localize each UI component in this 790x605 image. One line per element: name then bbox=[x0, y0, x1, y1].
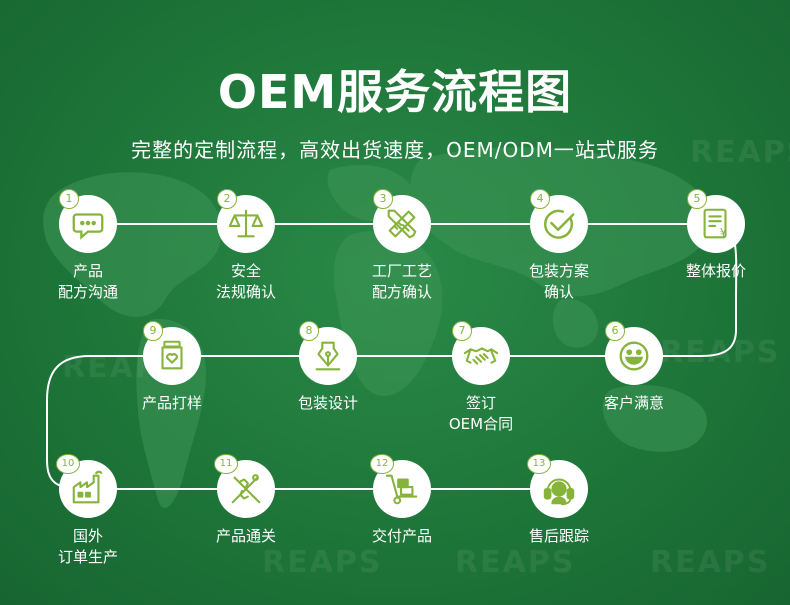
step-label-line1: 工厂工艺 bbox=[371, 262, 432, 280]
step-label: 国外 订单生产 bbox=[28, 526, 148, 568]
step-label: 整体报价 bbox=[656, 261, 776, 282]
step-label: 签订 OEM合同 bbox=[421, 393, 541, 435]
check-circle-icon bbox=[544, 209, 575, 239]
step-number: 11 bbox=[214, 454, 238, 474]
step-number: 8 bbox=[299, 321, 319, 341]
watermark: REAPS bbox=[660, 335, 781, 370]
step-circle bbox=[452, 327, 510, 385]
step-label-line1: 签订 bbox=[465, 394, 496, 412]
step-label: 产品 配方沟通 bbox=[28, 261, 148, 303]
step-number: 6 bbox=[605, 321, 625, 341]
step-label-line2: 配方沟通 bbox=[57, 283, 118, 301]
pen-nib-icon bbox=[315, 341, 341, 371]
step-label-line1: 客户满意 bbox=[603, 394, 664, 412]
step-number: 7 bbox=[452, 321, 472, 341]
watermark: REAPS bbox=[262, 545, 383, 580]
step-label-line1: 国外 bbox=[72, 527, 103, 545]
headset-support-icon bbox=[543, 478, 575, 506]
step-label-line2: 法规确认 bbox=[215, 283, 276, 301]
step-label: 安全 法规确认 bbox=[186, 261, 306, 303]
step-number: 3 bbox=[373, 189, 393, 209]
price-document-icon: ¥ bbox=[703, 208, 727, 239]
smile-face-icon bbox=[619, 341, 649, 371]
step-label-line1: 交付产品 bbox=[371, 527, 432, 545]
step-label-line1: 产品 bbox=[72, 262, 103, 280]
step-label-line1: 安全 bbox=[230, 262, 261, 280]
step-label-line1: 产品打样 bbox=[141, 394, 202, 412]
step-label-line2: OEM合同 bbox=[448, 415, 514, 433]
step-label-line1: 产品通关 bbox=[215, 527, 276, 545]
step-label-line2: 确认 bbox=[543, 283, 574, 301]
step-label: 包装方案 确认 bbox=[499, 261, 619, 303]
pencil-ruler-icon bbox=[387, 209, 417, 239]
step-label: 客户满意 bbox=[574, 393, 694, 414]
step-number: 4 bbox=[530, 189, 550, 209]
step-label: 交付产品 bbox=[342, 526, 462, 547]
step-label-line1: 整体报价 bbox=[685, 262, 746, 280]
hand-truck-icon bbox=[385, 474, 418, 505]
page-subtitle: 完整的定制流程，高效出货速度，OEM/ODM一站式服务 bbox=[131, 138, 659, 162]
handshake-icon bbox=[463, 347, 499, 365]
step-label-line1: 包装方案 bbox=[528, 262, 589, 280]
factory-icon bbox=[72, 470, 103, 504]
step-label-line2: 订单生产 bbox=[57, 548, 118, 566]
step-label-line1: 包装设计 bbox=[297, 394, 358, 412]
step-label: 产品通关 bbox=[186, 526, 306, 547]
chat-bubble-icon bbox=[72, 213, 104, 240]
sample-jar-icon bbox=[161, 340, 183, 370]
page-title: OEM服务流程图 bbox=[217, 65, 573, 119]
step-number: 1 bbox=[59, 189, 79, 209]
step-number: 9 bbox=[143, 321, 163, 341]
step-number: 12 bbox=[370, 454, 394, 474]
watermark: REAPS bbox=[455, 545, 576, 580]
step-number: 2 bbox=[217, 189, 237, 209]
step-number: 10 bbox=[56, 454, 80, 474]
step-label: 包装设计 bbox=[268, 393, 388, 414]
step-number: 5 bbox=[687, 189, 707, 209]
balance-scale-icon bbox=[228, 209, 264, 238]
watermark: REAPS bbox=[650, 545, 771, 580]
step-label: 售后跟踪 bbox=[499, 526, 619, 547]
step-label-line2: 配方确认 bbox=[371, 283, 432, 301]
step-label: 工厂工艺 配方确认 bbox=[342, 261, 462, 303]
step-label-line1: 售后跟踪 bbox=[528, 527, 589, 545]
step-number: 13 bbox=[527, 454, 551, 474]
customs-caduceus-icon bbox=[231, 474, 261, 504]
step-label: 产品打样 bbox=[112, 393, 232, 414]
watermark: REAPS bbox=[690, 135, 790, 170]
svg-text:¥: ¥ bbox=[720, 225, 727, 239]
